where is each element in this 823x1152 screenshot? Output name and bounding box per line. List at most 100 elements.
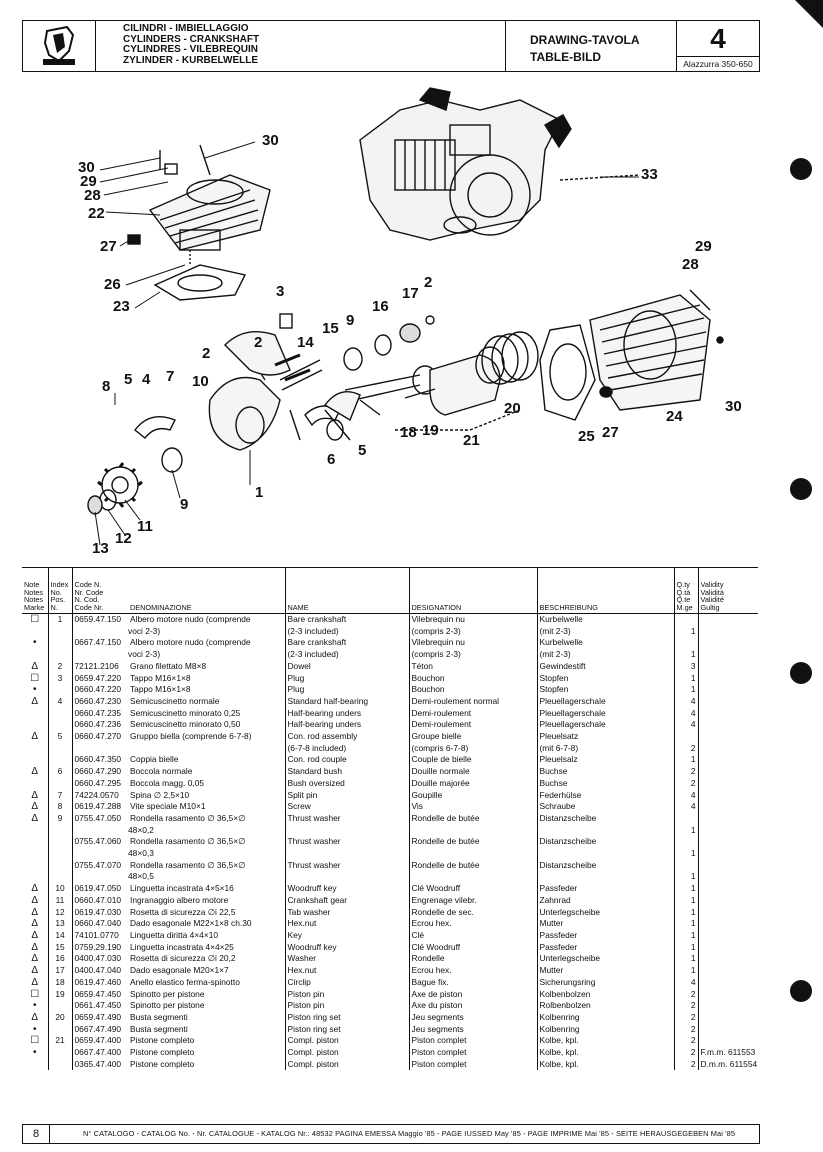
beschreibung-cell: Schraube bbox=[536, 801, 674, 813]
header-line: Code N. bbox=[74, 580, 102, 589]
beschreibung-cell: Kolbenbolzen bbox=[536, 988, 674, 1001]
designation-cell: Axe du piston bbox=[408, 1000, 537, 1012]
callout-20: 20 bbox=[504, 400, 521, 417]
validity-cell bbox=[697, 613, 758, 626]
quantity-cell: 1 bbox=[673, 953, 698, 966]
binder-hole bbox=[790, 158, 812, 180]
designation-cell: (compris 2-3) bbox=[408, 649, 537, 661]
index-number-cell bbox=[47, 1047, 72, 1059]
designation-cell: Vis bbox=[408, 801, 537, 813]
code-number-cell: 0660.47.290 bbox=[71, 766, 128, 778]
name-cell: Bush oversized bbox=[284, 777, 409, 790]
header-line: Note bbox=[24, 580, 40, 589]
quantity-cell: 4 bbox=[673, 976, 698, 989]
page-footer: 8 N° CATALOGO - CATALOG No. - Nr. CATALO… bbox=[22, 1124, 760, 1144]
header-line: Validità bbox=[700, 587, 724, 597]
validity-cell bbox=[697, 988, 758, 1001]
validity-cell bbox=[697, 824, 758, 837]
col-denominazione: DENOMINAZIONE bbox=[128, 568, 286, 614]
beschreibung-cell: Kurbelwelle bbox=[536, 613, 674, 626]
note-mark-cell: • bbox=[32, 1000, 37, 1012]
designation-cell: Engrenage vilebr. bbox=[408, 894, 537, 907]
callout-21: 21 bbox=[463, 432, 480, 449]
note-mark-cell bbox=[22, 860, 48, 872]
validity-cell bbox=[697, 906, 758, 919]
note-mark-cell: ☐ bbox=[30, 614, 40, 625]
beschreibung-cell: Gewindestift bbox=[536, 660, 674, 673]
index-number-cell bbox=[47, 742, 72, 755]
beschreibung-cell: Passfeder bbox=[536, 941, 674, 954]
header-line: Q.ty bbox=[676, 580, 690, 589]
callout-8: 8 bbox=[102, 378, 111, 395]
designation-cell bbox=[408, 871, 537, 884]
header-line: Index bbox=[50, 580, 69, 589]
callout-18: 18 bbox=[400, 424, 417, 441]
validity-cell bbox=[697, 1035, 758, 1048]
validity-cell: D.m.m. 611554 bbox=[697, 1058, 758, 1071]
callout-12: 12 bbox=[115, 530, 132, 547]
code-number-cell: 0659.47.150 bbox=[71, 613, 128, 626]
designation-cell: Bague fix. bbox=[408, 976, 537, 989]
validity-cell bbox=[697, 848, 758, 860]
quantity-cell: 1 bbox=[673, 918, 698, 930]
note-mark-cell bbox=[22, 836, 48, 848]
designation-cell: Bouchon bbox=[408, 672, 537, 685]
designation-cell: Couple de bielle bbox=[408, 754, 537, 767]
binder-hole bbox=[790, 980, 812, 1002]
exploded-view-drawing: 30 30 29 28 22 27 26 23 3 33 2 17 16 15 … bbox=[0, 80, 823, 560]
index-number-cell: 1 bbox=[47, 613, 72, 626]
catalog-info: N° CATALOGO - CATALOG No. - Nr. CATALOGU… bbox=[83, 1129, 736, 1138]
note-mark-cell bbox=[22, 626, 48, 638]
drawing-label-line: TABLE-BILD bbox=[530, 50, 602, 64]
code-number-cell bbox=[71, 625, 128, 638]
designation-cell: Groupe bielle bbox=[408, 731, 537, 743]
quantity-cell: 1 bbox=[673, 848, 698, 860]
note-mark-cell bbox=[22, 825, 48, 837]
beschreibung-cell: Pleuelsalz bbox=[536, 754, 674, 767]
name-cell: Piston ring set bbox=[284, 1011, 409, 1024]
note-mark-cell: ☐ bbox=[30, 672, 40, 684]
beschreibung-cell: Stopfen bbox=[536, 672, 674, 685]
callout-14: 14 bbox=[297, 334, 314, 351]
quantity-cell: 1 bbox=[673, 871, 698, 884]
index-number-cell: 13 bbox=[47, 918, 72, 930]
denominazione-cell: Dado esagonale M22×1×8 ch.30 bbox=[130, 918, 252, 929]
callout-11: 11 bbox=[137, 518, 153, 535]
index-number-cell bbox=[47, 649, 72, 661]
index-number-cell bbox=[47, 1058, 72, 1071]
quantity-cell: 2 bbox=[673, 1058, 698, 1071]
index-number-cell: 12 bbox=[47, 906, 72, 919]
col-designation: DESIGNATION bbox=[408, 568, 538, 614]
designation-cell: Goupille bbox=[408, 789, 537, 802]
beschreibung-cell: Mutter bbox=[536, 918, 674, 930]
note-mark-cell: Δ bbox=[31, 789, 39, 801]
index-number-cell: 6 bbox=[47, 766, 72, 778]
name-cell: Split pin bbox=[284, 789, 409, 802]
header-line: Validité bbox=[700, 595, 724, 604]
code-number-cell: 74224.0570 bbox=[71, 789, 128, 802]
quantity-cell: 1 bbox=[673, 824, 698, 837]
callout-5: 5 bbox=[358, 442, 367, 459]
name-cell: Thrust washer bbox=[284, 836, 409, 849]
index-number-cell bbox=[47, 871, 72, 884]
note-mark-cell: Δ bbox=[31, 766, 39, 778]
denominazione-cell: Boccola magg. 0,05 bbox=[130, 777, 205, 788]
callout-15: 15 bbox=[322, 320, 339, 337]
index-number-cell bbox=[47, 637, 72, 650]
index-number-cell bbox=[47, 684, 72, 696]
header-line: N. Cod. bbox=[74, 595, 100, 604]
denominazione-cell: Grano filettato M8×8 bbox=[130, 660, 207, 671]
denominazione-cell: Spinotto per pistone bbox=[130, 988, 205, 999]
name-cell: Hex.nut bbox=[284, 965, 409, 977]
header-line: Pos. bbox=[50, 595, 66, 604]
validity-cell bbox=[697, 637, 758, 650]
name-cell: Piston pin bbox=[284, 1000, 409, 1012]
